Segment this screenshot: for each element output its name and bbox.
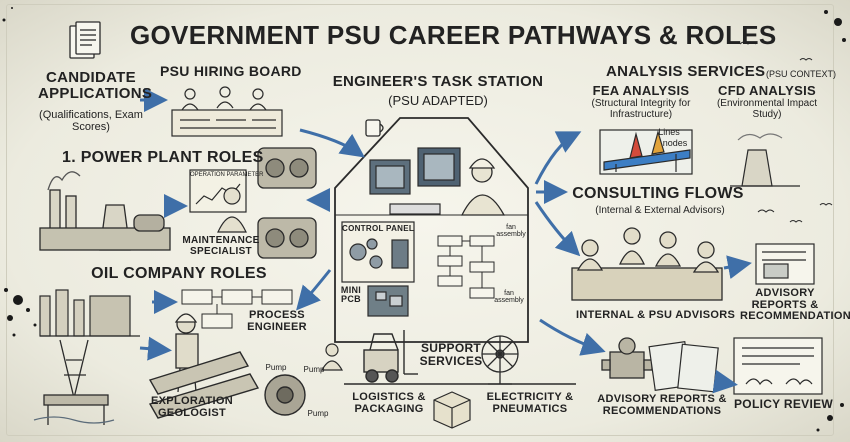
pump-label-2: Pump [303,365,325,374]
fan-assembly-label-2: fan assembly [494,290,524,305]
oil-title: OIL COMPANY ROLES [91,265,267,282]
fea-bridge-icon [599,129,693,175]
consulting-title: CONSULTING FLOWS [572,185,744,202]
policy-doc-icon [733,337,823,395]
maintenance-specialist-label: MAINTENANCE SPECIALIST [182,235,260,257]
analysis-context: (PSU CONTEXT) [766,69,837,79]
maintenance-worker-icon [217,187,247,233]
analysis-title: ANALYSIS SERVICES [606,63,766,80]
blueprint-icon [648,341,719,393]
fan-assembly-label-1: fan assembly [496,224,526,239]
hiring-board-icon [171,86,283,137]
advisory-reports-label-top: ADVISORY REPORTS & RECOMMENDATIONS [740,287,850,323]
advisors-label: INTERNAL & PSU ADVISORS [576,309,736,321]
report-doc-icon [755,243,815,285]
advisory-reports-label-bottom: ADVISORY REPORTS & RECOMMENDATIONS [597,393,727,417]
page-title: GOVERNMENT PSU CAREER PATHWAYS & ROLES [130,20,777,50]
task-station-sub: (PSU ADAPTED) [388,93,488,108]
oil-rig-icon [33,339,115,425]
gearbox-icon [257,147,317,259]
cfd-tower-icon [730,133,800,187]
worker-icon [320,343,344,371]
pump-label-3: Pump [307,409,329,418]
control-panel-icon [341,221,415,283]
cfd-title: CFD ANALYSIS [718,83,816,98]
geologist-label: EXPLORATION GEOLOGIST [151,395,233,419]
engineer-icon [460,158,506,216]
consulting-sub: (Internal & External Advisors) [595,205,725,216]
power-plant-title: 1. POWER PLANT ROLES [62,149,264,166]
paper-sheet [6,4,834,436]
document-icon [69,21,101,59]
candidate-sub: (Qualifications, Exam Scores) [39,109,143,133]
valve-icon [601,337,653,379]
bird-icon [739,41,833,223]
control-panel-label: CONTROL PANEL [342,224,415,233]
fea-title: FEA ANALYSIS [592,83,690,98]
fea-nodes-label: nodes [662,138,688,148]
flow-arrows [139,88,752,394]
package-box-icon [433,391,471,429]
operation-screen-label: OPERATION PARAMETER [190,172,264,178]
cfd-sub: (Environmental Impact Study) [716,98,818,120]
forklift-icon [363,330,418,383]
hiring-board-title: PSU HIRING BOARD [160,63,302,79]
candidate-title: CANDIDATE APPLICATIONS [38,69,153,102]
process-diagram-icon [181,289,293,329]
electricity-label: ELECTRICITY & PNEUMATICS [486,391,574,415]
logistics-label: LOGISTICS & PACKAGING [352,391,426,415]
monitor-icon [369,147,461,215]
mug-icon [365,119,384,137]
support-title: SUPPORT SERVICES [419,341,483,368]
pcb-icon [367,285,409,317]
policy-review-label: POLICY REVIEW [734,397,834,411]
process-engineer-label: PROCESS ENGINEER [247,309,307,333]
refinery-icon [39,289,140,337]
advisors-meeting-icon [571,227,723,301]
pump-label-1: Pump [265,363,287,372]
pcb-label: MINI PCB [340,285,362,305]
ink-splatters [2,7,846,432]
power-plant-icon [39,171,171,251]
pipeline-icon [148,351,306,419]
fea-lines-label: Lines [658,127,680,137]
fea-sub: (Structural Integrity for Infrastructure… [591,98,691,120]
flowchart-icon [437,235,495,299]
task-station-title: ENGINEER'S TASK STATION [332,73,544,90]
